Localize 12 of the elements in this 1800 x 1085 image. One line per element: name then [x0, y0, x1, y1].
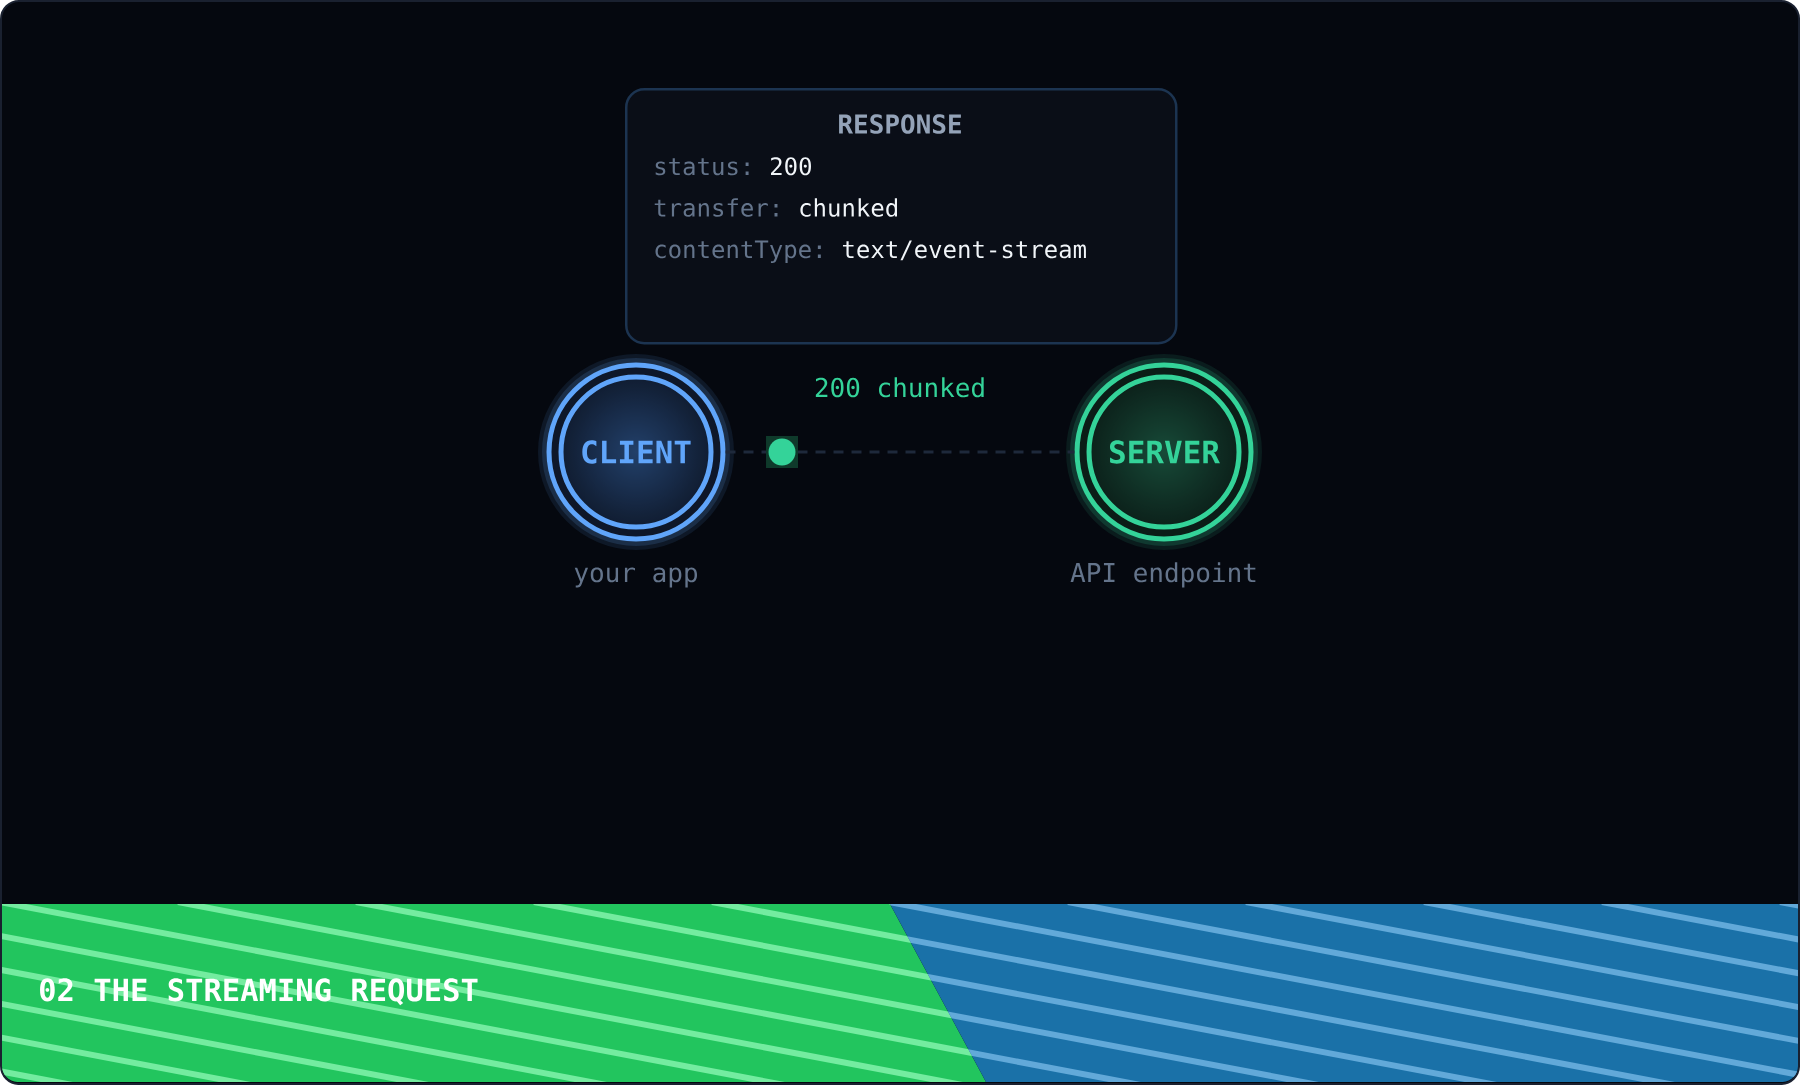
- field-value: chunked: [800, 198, 897, 217]
- field-value: 200: [771, 157, 811, 176]
- node-caption: your app: [574, 567, 697, 588]
- field-key: contentType:: [655, 240, 821, 263]
- footer-banner: 02 THE STREAMING REQUEST: [2, 904, 1798, 1082]
- edge-label: 200 chunked: [815, 377, 984, 398]
- panel-heading: RESPONSE: [839, 114, 961, 134]
- field-key: status:: [655, 158, 749, 176]
- node-caption: API endpoint: [1070, 562, 1256, 588]
- field-value: text/event-stream: [843, 240, 1086, 261]
- connector-line: [725, 450, 1075, 454]
- field-key: transfer:: [654, 198, 778, 217]
